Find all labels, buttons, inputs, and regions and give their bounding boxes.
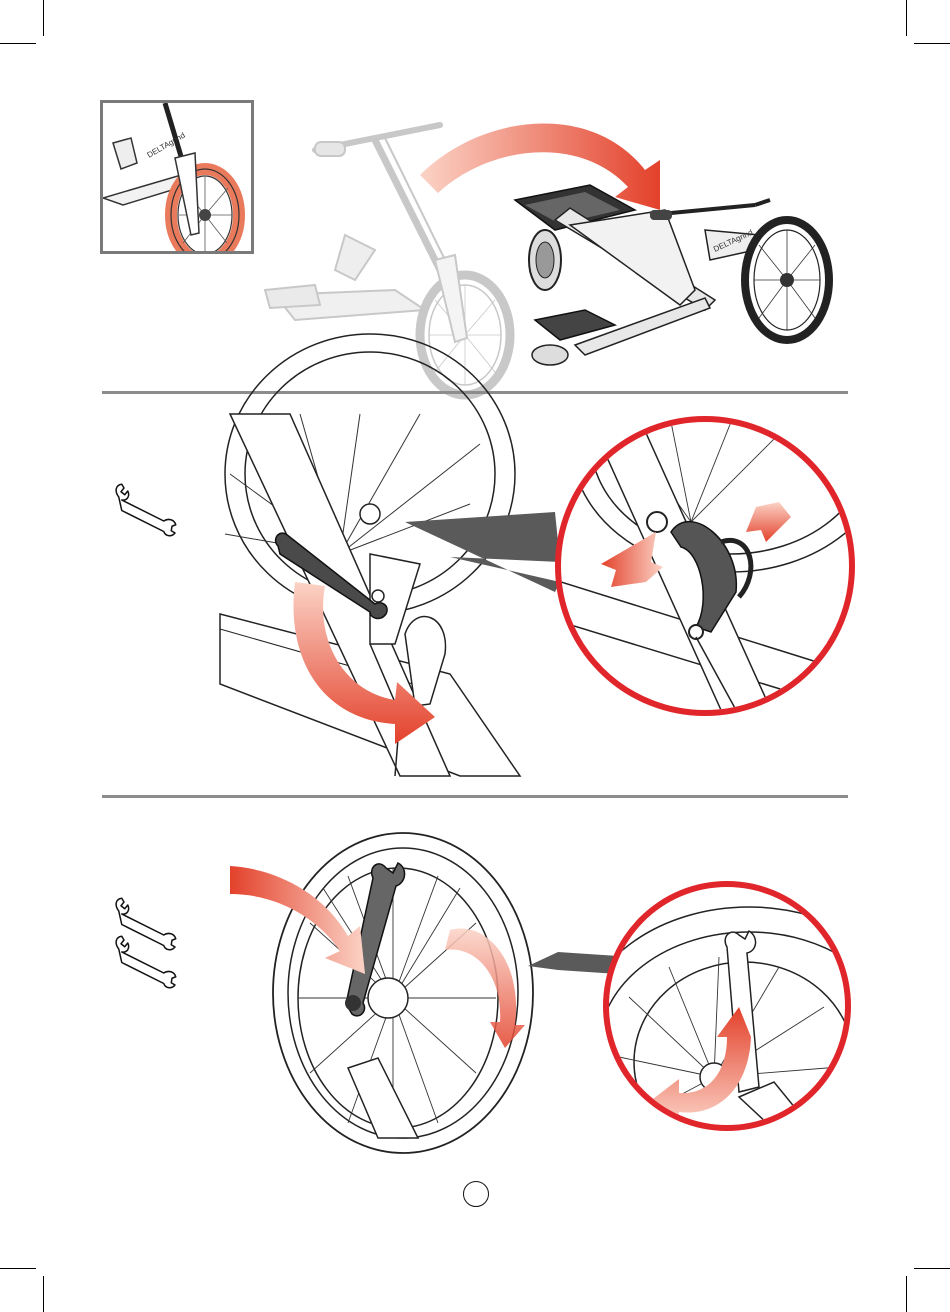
magnifier-circle (555, 416, 855, 716)
magnifier-circle (603, 881, 851, 1131)
scooter-folded-illustration: DELTAgrind (515, 180, 840, 380)
crop-mark (914, 1268, 950, 1269)
wheel-closeup-illustration (609, 887, 845, 1125)
zoom-connector (528, 946, 618, 982)
zoom-connector (405, 502, 565, 592)
wrench-icon (104, 482, 186, 536)
rotate-right-arrow-icon (445, 920, 525, 1048)
section-brake (0, 394, 950, 796)
rotate-down-arrow-icon (285, 582, 435, 752)
page-number-badge (463, 1181, 489, 1207)
crop-mark (43, 1276, 44, 1312)
rotate-left-arrow-icon (225, 866, 370, 976)
crop-mark (0, 1268, 36, 1269)
crop-mark (906, 1276, 907, 1312)
wrench-icon (104, 934, 186, 988)
scooter-detail-illustration: DELTAgrind (103, 103, 253, 253)
inset-tire-highlight: DELTAgrind (100, 100, 254, 254)
section-wheel (0, 798, 950, 1138)
brake-closeup-illustration (561, 422, 849, 710)
section-fold: DELTAgrind (0, 0, 950, 392)
